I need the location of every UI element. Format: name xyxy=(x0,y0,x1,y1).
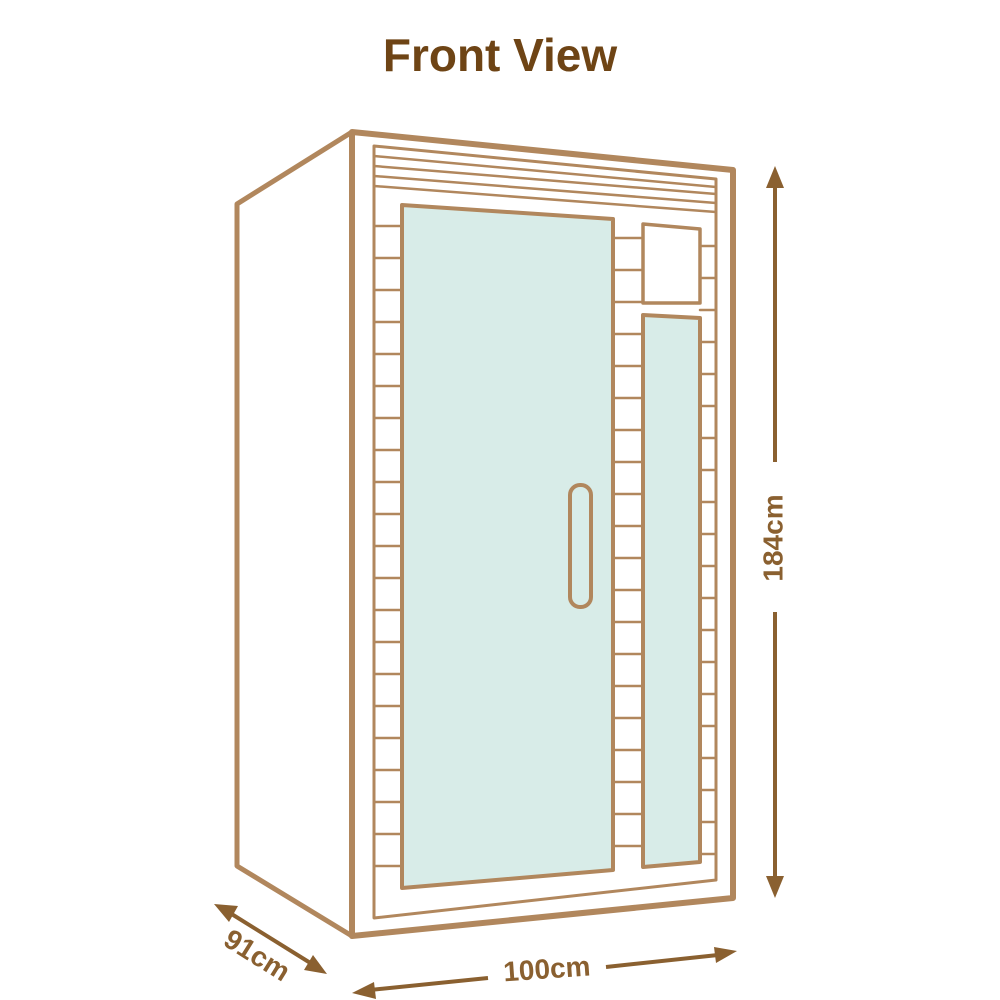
depth-dimension-arrow xyxy=(214,904,327,974)
width-label: 100cm xyxy=(502,950,591,987)
height-label: 184cm xyxy=(757,494,788,581)
height-dimension-arrow xyxy=(766,166,784,898)
door-handle xyxy=(568,483,593,609)
side-window xyxy=(641,313,702,869)
depth-label: 91cm xyxy=(219,923,296,987)
width-dimension-arrow xyxy=(352,947,737,999)
middle-wood-slats xyxy=(611,236,645,848)
control-panel xyxy=(641,222,702,305)
top-trim xyxy=(372,154,718,214)
inner-frame xyxy=(372,144,718,920)
page-title: Front View xyxy=(382,29,618,81)
right-wood-slats xyxy=(698,244,718,856)
side-panel xyxy=(234,129,355,939)
left-wood-slats xyxy=(372,224,404,868)
door-glass xyxy=(400,203,615,890)
